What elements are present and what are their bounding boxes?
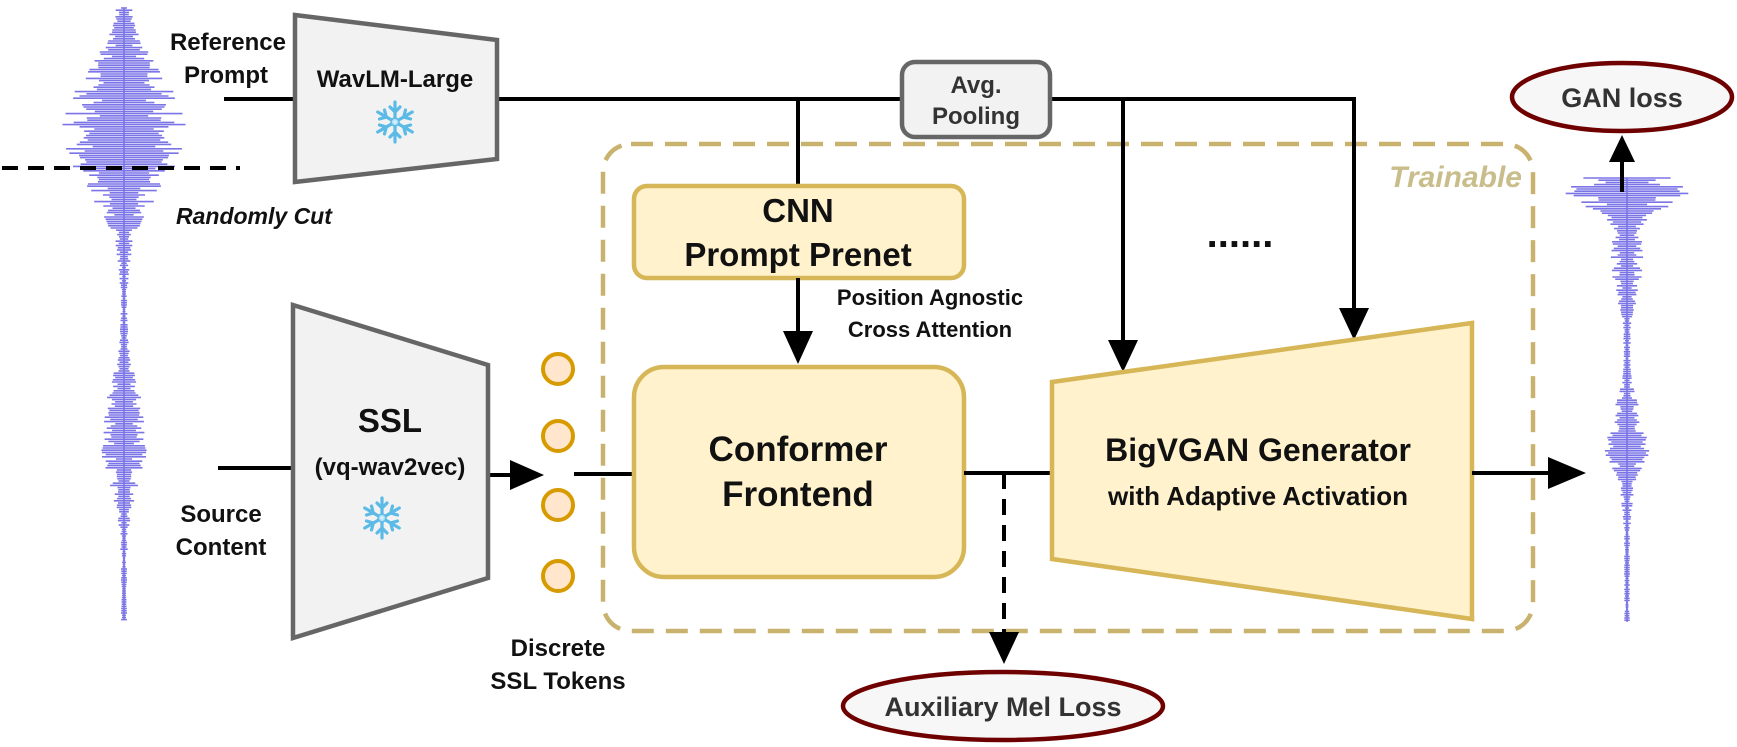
wavlm-label: WavLM-Large: [317, 66, 473, 93]
source-label-line2: Content: [176, 534, 267, 561]
bigvgan-label: BigVGAN Generator: [1105, 432, 1411, 468]
output-waveform: [1565, 177, 1689, 622]
arrow-head: [1108, 340, 1138, 372]
mel-loss-oval: [840, 669, 1166, 743]
arrow-head: [783, 331, 813, 364]
conformer-line2: Frontend: [722, 475, 874, 514]
gan-loss-oval: [1509, 60, 1735, 134]
cross-attention-line1: Position Agnostic: [837, 285, 1023, 310]
arrow-head: [510, 460, 544, 490]
source-label-line1: Source: [180, 501, 261, 528]
randomly-cut-label: Randomly Cut: [176, 203, 333, 229]
bigvgan-sub-label: with Adaptive Activation: [1107, 481, 1408, 511]
arrow-head: [1548, 457, 1586, 489]
tokens-label-line2: SSL Tokens: [490, 668, 625, 695]
arrow-head: [1339, 308, 1369, 340]
cnn-prenet-line1: CNN: [762, 192, 834, 229]
cnn-prenet-line2: Prompt Prenet: [684, 236, 911, 273]
ssl-block: [290, 301, 491, 642]
ssl-label: SSL: [358, 402, 422, 439]
mel-loss-label: Auxiliary Mel Loss: [884, 692, 1121, 722]
ssl-model-label: (vq-wav2vec): [315, 454, 466, 481]
reference-waveform: [62, 7, 186, 621]
arrow-head: [989, 632, 1019, 664]
wavlm-large-block: [292, 12, 500, 185]
reference-label-line1: Reference: [170, 29, 286, 56]
ssl-token: [541, 559, 575, 593]
conformer-frontend-block: [631, 364, 967, 580]
tokens-label-line1: Discrete: [511, 635, 606, 662]
ssl-token: [541, 419, 575, 453]
avg-pooling-line2: Pooling: [932, 103, 1020, 130]
cross-attention-line2: Cross Attention: [848, 317, 1012, 342]
avg-pooling-block: [899, 59, 1053, 140]
bigvgan-generator-block: [1049, 320, 1475, 622]
reference-label-line2: Prompt: [184, 62, 268, 89]
avg-pooling-line1: Avg.: [950, 72, 1001, 99]
trainable-region: [600, 141, 1536, 634]
ssl-token: [541, 488, 575, 522]
trainable-label: Trainable: [1389, 161, 1522, 194]
ellipsis-label: ......: [1207, 212, 1274, 256]
gan-loss-label: GAN loss: [1561, 83, 1683, 113]
ssl-token: [541, 352, 575, 386]
arrow-head: [1609, 135, 1635, 162]
conformer-line1: Conformer: [709, 430, 888, 469]
